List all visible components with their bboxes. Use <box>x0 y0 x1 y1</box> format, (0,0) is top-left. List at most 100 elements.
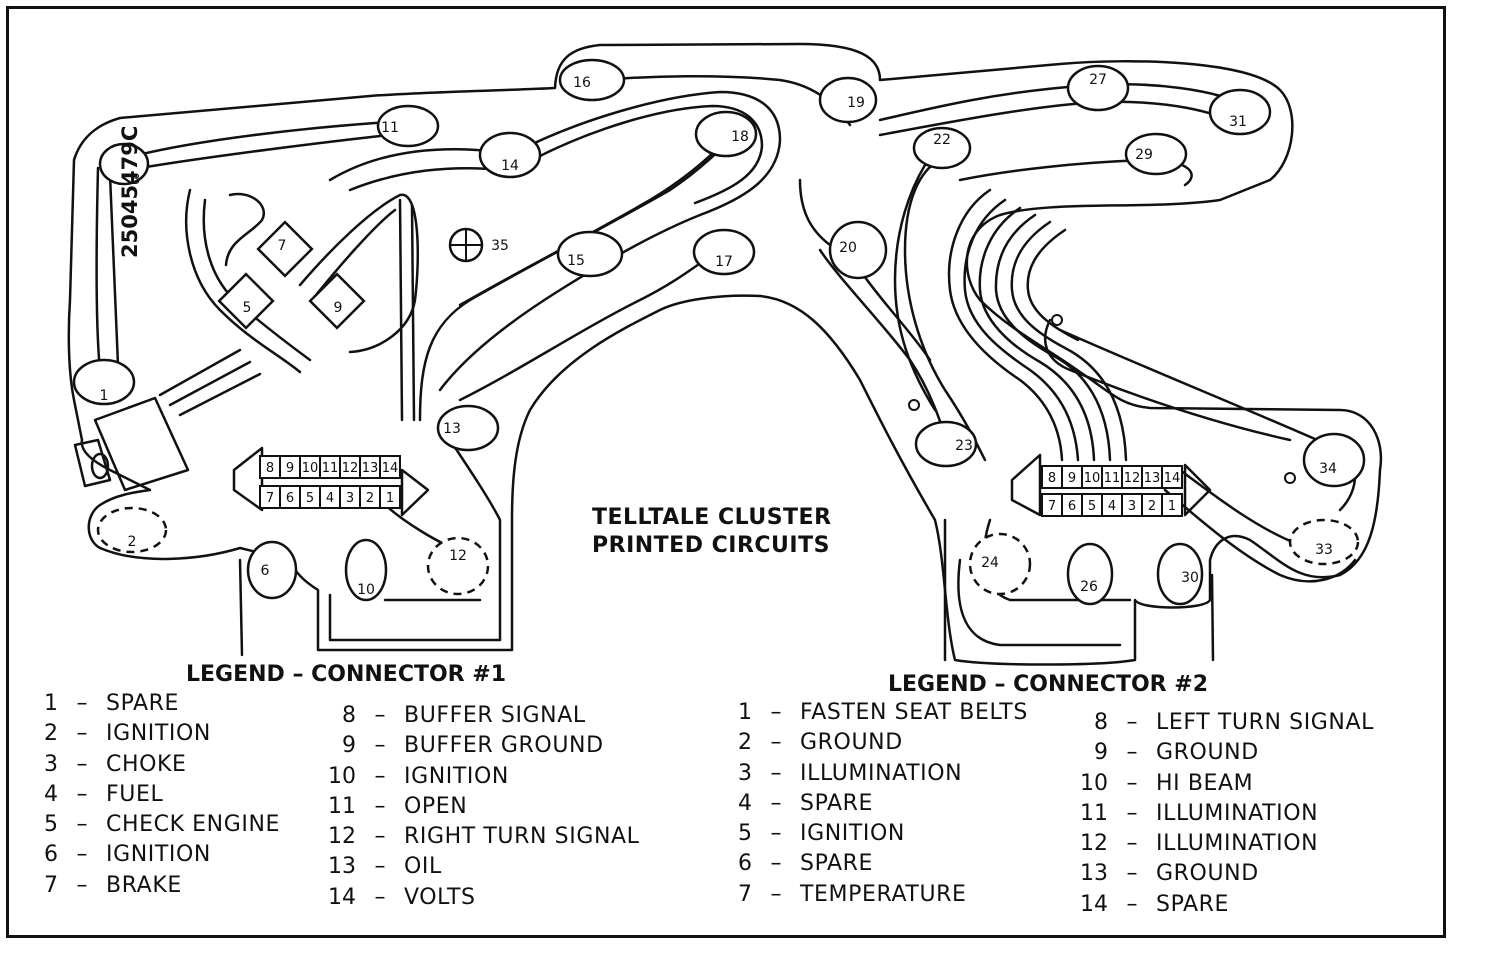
legend-row: 14–SPARE <box>1074 890 1374 920</box>
legend-pin-number: 4 <box>44 781 58 807</box>
legend-pin-number: 13 <box>1080 861 1108 887</box>
legend-row: 10–IGNITION <box>322 762 640 792</box>
lamp-socket-29 <box>1124 132 1188 176</box>
legend-connector-1-heading: LEGEND – CONNECTOR #1 <box>186 662 507 687</box>
legend-pin-label: FASTEN SEAT BELTS <box>800 700 1028 725</box>
legend-pin-label: FUEL <box>106 781 164 807</box>
legend-pin-label: BRAKE <box>106 872 182 898</box>
lamp-label: 18 <box>731 129 749 145</box>
legend-row: 4–FUEL <box>24 780 280 810</box>
lamp-socket-1 <box>72 358 136 406</box>
lamp-socket-23 <box>914 420 978 468</box>
legend-row: 13–OIL <box>322 852 640 882</box>
lamp-label: 26 <box>1080 579 1098 595</box>
legend-pin-label: IGNITION <box>106 842 211 868</box>
connector-1-pin: 4 <box>326 491 334 506</box>
legend-pin-label: TEMPERATURE <box>800 881 967 907</box>
connector-2-pin: 5 <box>1088 499 1096 514</box>
legend-row: 3–CHOKE <box>24 750 280 780</box>
legend-pin-number: 13 <box>328 854 356 880</box>
lamp-label: 27 <box>1089 72 1107 88</box>
legend-pin-number: 12 <box>1080 831 1108 857</box>
lamp-label: 7 <box>278 238 287 254</box>
legend-row: 13–GROUND <box>1074 859 1374 889</box>
legend-pin-label: LEFT TURN SIGNAL <box>1156 710 1374 735</box>
lamp-socket-7 <box>256 220 314 278</box>
connector-1-pin: 8 <box>266 461 274 476</box>
legend-row: 3–ILLUMINATION <box>718 759 1028 789</box>
lamp-label: 34 <box>1319 461 1337 477</box>
legend-row: 1–SPARE <box>24 689 280 719</box>
connector-2-pin: 11 <box>1104 471 1121 486</box>
connector-1-pin: 7 <box>266 491 274 506</box>
legend-pin-label: SPARE <box>800 790 874 816</box>
lamp-label: 33 <box>1315 542 1333 558</box>
lamp-socket-12 <box>426 536 490 596</box>
lamp-label: 30 <box>1181 570 1199 586</box>
lamp-label: 6 <box>261 563 270 579</box>
lamp-label: 13 <box>443 421 461 437</box>
connector-1-pin: 12 <box>342 461 359 476</box>
legend-pin-number: 5 <box>44 812 58 838</box>
legend-connector-2-column-2: 8–LEFT TURN SIGNAL 9–GROUND 10–HI BEAM 1… <box>1074 708 1374 920</box>
connector-1: 8 9 10 11 12 13 14 7 6 5 4 3 2 1 <box>259 455 401 509</box>
connector-2-pin: 8 <box>1048 471 1056 486</box>
connector-1-pin: 10 <box>302 461 319 476</box>
lamp-socket-24 <box>968 532 1032 596</box>
legend-pin-number: 7 <box>44 872 58 898</box>
legend-pin-label: OPEN <box>404 793 468 819</box>
legend-row: 5–CHECK ENGINE <box>24 810 280 840</box>
lamp-socket-19 <box>818 76 878 124</box>
lamp-socket-3 <box>98 142 150 186</box>
lamp-label: 17 <box>715 254 733 270</box>
lamp-socket-34 <box>1302 432 1366 488</box>
legend-pin-label: BUFFER GROUND <box>404 733 604 759</box>
lamp-label: 5 <box>243 300 252 316</box>
diagram-title-line-1: TELLTALE CLUSTER <box>592 505 832 530</box>
legend-pin-label: SPARE <box>1156 891 1230 917</box>
legend-pin-number: 6 <box>738 851 752 877</box>
connector-2-pin: 12 <box>1124 471 1141 486</box>
connector-2-pin: 9 <box>1068 471 1076 486</box>
legend-pin-number: 3 <box>44 751 58 777</box>
legend-row: 11–ILLUMINATION <box>1074 799 1374 829</box>
lamp-socket-17 <box>692 228 756 276</box>
legend-connector-2-heading: LEGEND – CONNECTOR #2 <box>888 672 1209 697</box>
lamp-socket-26 <box>1066 542 1114 606</box>
lamp-socket-30 <box>1156 542 1204 606</box>
legend-row: 6–SPARE <box>718 849 1028 879</box>
legend-pin-number: 6 <box>44 842 58 868</box>
legend-pin-label: SPARE <box>106 691 180 716</box>
legend-pin-number: 14 <box>1080 891 1108 917</box>
connector-1-pin: 6 <box>286 491 294 506</box>
legend-row: 5–IGNITION <box>718 819 1028 849</box>
legend-pin-label: VOLTS <box>404 884 476 910</box>
lamp-label: 12 <box>449 548 467 564</box>
board-part-number: 25045479C <box>118 125 142 258</box>
legend-row: 9–BUFFER GROUND <box>322 731 640 761</box>
legend-pin-number: 11 <box>328 793 356 819</box>
lamp-label: 31 <box>1229 114 1247 130</box>
connector-2: 8 9 10 11 12 13 14 7 6 5 4 3 2 1 <box>1041 465 1183 517</box>
lamp-socket-13 <box>436 404 500 452</box>
connector-2-pin: 1 <box>1168 499 1176 514</box>
legend-pin-number: 9 <box>342 733 356 759</box>
lamp-socket-10 <box>344 538 388 602</box>
connector-1-pin: 9 <box>286 461 294 476</box>
diagram-title-line-2: PRINTED CIRCUITS <box>592 533 830 558</box>
lamp-socket-33 <box>1288 518 1360 566</box>
legend-row: 14–VOLTS <box>322 883 640 913</box>
lamp-socket-11 <box>376 104 440 148</box>
lamp-label: 2 <box>128 534 137 550</box>
legend-pin-label: OIL <box>404 854 442 880</box>
legend-pin-number: 1 <box>738 700 752 725</box>
legend-pin-number: 8 <box>342 703 356 728</box>
legend-pin-number: 10 <box>328 763 356 789</box>
lamp-label: 3 <box>132 172 141 188</box>
lamp-label: 14 <box>501 158 519 174</box>
legend-row: 7–BRAKE <box>24 871 280 901</box>
legend-row: 10–HI BEAM <box>1074 769 1374 799</box>
legend-pin-number: 12 <box>328 824 356 850</box>
legend-row: 1–FASTEN SEAT BELTS <box>718 698 1028 728</box>
lamp-label: 24 <box>981 555 999 571</box>
